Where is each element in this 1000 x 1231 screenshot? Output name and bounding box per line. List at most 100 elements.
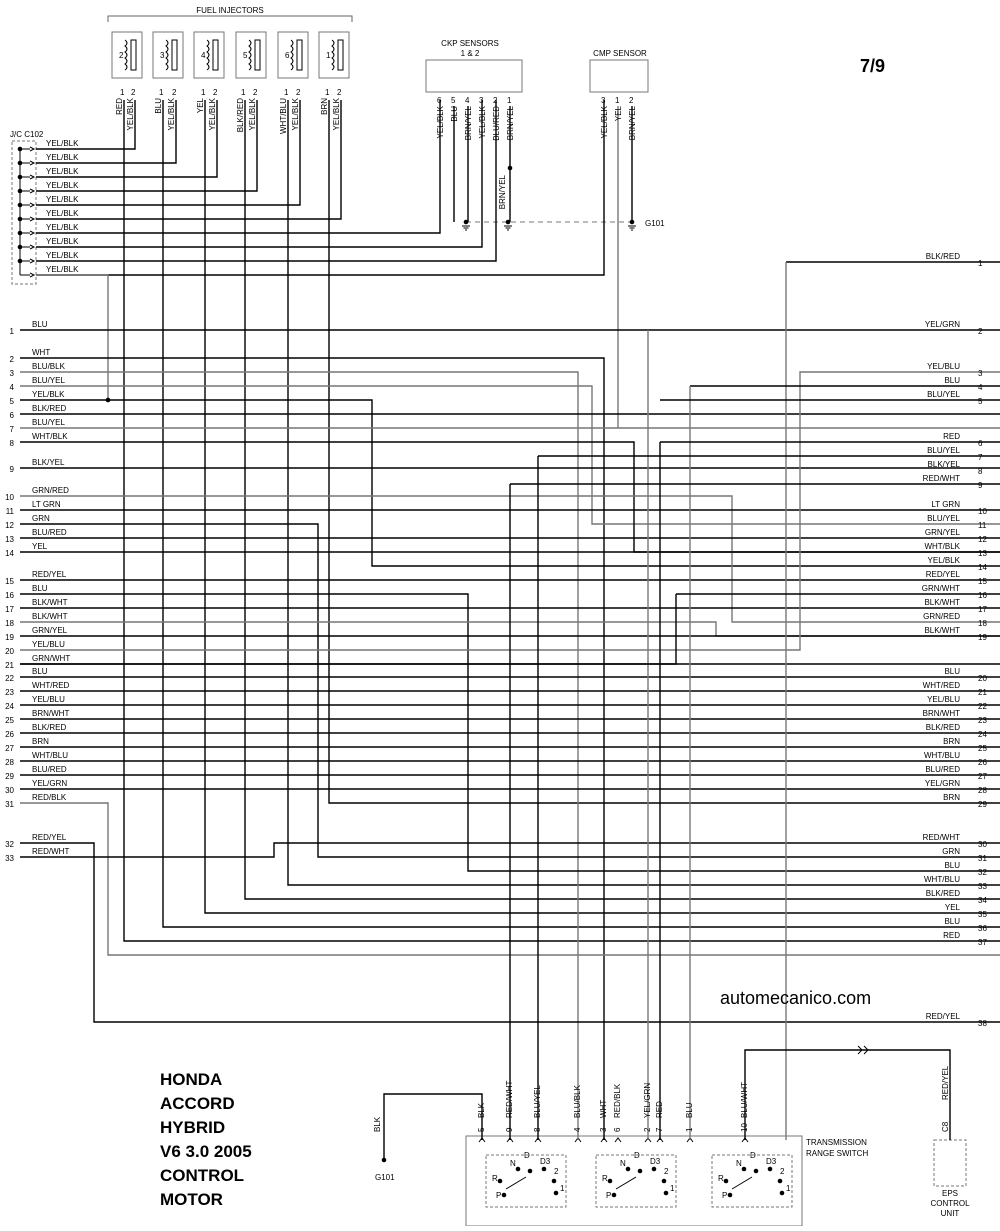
right-wire-color: WHT/BLK: [924, 542, 960, 551]
right-wire-color: BLK/YEL: [928, 460, 961, 469]
transmission-switch-body: [465, 1135, 803, 1227]
right-wire-color: BLU: [944, 861, 960, 870]
left-terminal-number: 1: [10, 327, 15, 336]
left-terminal-number: 20: [5, 647, 14, 656]
switch-contact: [553, 1190, 559, 1196]
injector-number: 5: [243, 51, 248, 60]
left-wire-color: BLU/YEL: [32, 376, 65, 385]
left-terminal-number: 9: [10, 465, 15, 474]
splice-dot: [17, 146, 23, 152]
pin-number: 2: [493, 96, 498, 105]
right-terminal-number: 9: [978, 481, 983, 490]
left-wire-color: BLK/YEL: [32, 458, 65, 467]
cmp-sensor-body: [589, 59, 649, 93]
harness-wire: [20, 371, 579, 1140]
switch-contact: [723, 1178, 729, 1184]
right-wire-color: BLU/YEL: [927, 446, 960, 455]
pin-number: 1: [325, 88, 330, 97]
left-wire-color: BRN/WHT: [32, 709, 69, 718]
switch-contact: [661, 1178, 667, 1184]
pin-number: 1: [615, 96, 620, 105]
switch-position: D: [524, 1151, 530, 1160]
switch-position: 1: [670, 1184, 675, 1193]
jc-feed-wire: [36, 100, 483, 248]
left-terminal-number: 22: [5, 674, 14, 683]
right-terminal-number: 16: [978, 591, 987, 600]
right-wire-color: WHT/RED: [923, 681, 961, 690]
left-terminal-number: 17: [5, 605, 14, 614]
cmp-pin-color: YEL: [614, 105, 623, 121]
cmp-title: CMP SENSOR: [593, 49, 647, 58]
right-wire-color: GRN/YEL: [925, 528, 961, 537]
ckp-title: CKP SENSORS: [441, 39, 499, 48]
pin-number: 2: [337, 88, 342, 97]
switch-position: 1: [786, 1184, 791, 1193]
switch-position: P: [496, 1191, 501, 1200]
injectors-bracket: [107, 15, 353, 22]
page-number: 7/9: [860, 56, 886, 76]
injector-pin2-color: YEL/BLK: [291, 97, 300, 130]
connector-arrow: [29, 258, 36, 264]
connector-arrow: [29, 202, 36, 208]
trans-pin-color: BLU: [685, 1102, 694, 1118]
injector-number: 1: [326, 51, 331, 60]
left-terminal-number: 16: [5, 591, 14, 600]
trans-pin-color: BLU/WHT: [740, 1082, 749, 1118]
left-terminal-number: 13: [5, 535, 14, 544]
left-wire-color: BLU/RED: [32, 528, 67, 537]
left-wire-color: RED/YEL: [32, 570, 67, 579]
right-terminal-number: 33: [978, 882, 987, 891]
right-terminal-number: 37: [978, 938, 987, 947]
pin-number: 4: [573, 1127, 582, 1132]
title-line: CONTROL: [160, 1166, 245, 1185]
left-terminal-number: 15: [5, 577, 14, 586]
right-wire-color: WHT/BLU: [924, 751, 960, 760]
switch-section: [485, 1154, 567, 1208]
right-terminal-number: 2: [978, 327, 983, 336]
jc-wire-color: YEL/BLK: [46, 209, 79, 218]
trans-pin-color: RED/BLK: [613, 1083, 622, 1118]
right-wire-color: BLK/RED: [926, 889, 960, 898]
switch-contact: [651, 1166, 657, 1172]
jc-wire-color: YEL/BLK: [46, 237, 79, 246]
left-wire-color: RED/YEL: [32, 833, 67, 842]
switch-contact: [779, 1190, 785, 1196]
injector-coil: [165, 39, 169, 71]
splice-dot: [17, 216, 23, 222]
injector-pin1-color: RED: [115, 98, 124, 115]
jc-feed-wire: [36, 100, 342, 220]
switch-contact: [501, 1192, 507, 1198]
splice-dot: [463, 219, 469, 225]
jc-wire-color: YEL/BLK: [46, 195, 79, 204]
right-wire-color: BLK/WHT: [924, 598, 960, 607]
injector-drive-wire: [244, 100, 1000, 900]
left-wire-color: LT GRN: [32, 500, 61, 509]
pin-number: 1: [507, 96, 512, 105]
switch-section: [595, 1154, 677, 1208]
right-terminal-number: 26: [978, 758, 987, 767]
injector-pin2-color: YEL/BLK: [332, 97, 341, 130]
jc-feed-wire: [36, 100, 177, 164]
left-terminal-number: 27: [5, 744, 14, 753]
trans-pin-color: YEL/GRN: [643, 1083, 652, 1118]
connector-arrow: [29, 272, 36, 278]
right-terminal-number: 17: [978, 605, 987, 614]
injector-body: [111, 31, 143, 79]
splice-dot: [381, 1157, 387, 1163]
injector-plunger: [337, 39, 344, 71]
jc-wire-color: YEL/BLK: [46, 251, 79, 260]
right-wire-color: RED: [943, 931, 960, 940]
g101-wire-color: BLK: [373, 1116, 382, 1132]
switch-section: [711, 1154, 793, 1208]
left-terminal-number: 12: [5, 521, 14, 530]
injectors-title: FUEL INJECTORS: [196, 6, 264, 15]
right-wire-color: BLU/YEL: [927, 514, 960, 523]
right-wire-color: YEL/BLK: [928, 556, 961, 565]
right-wire-color: BLK/RED: [926, 723, 960, 732]
left-terminal-number: 18: [5, 619, 14, 628]
switch-position: D: [750, 1151, 756, 1160]
jc-wire-color: YEL/BLK: [46, 223, 79, 232]
left-wire-color: BLU/YEL: [32, 418, 65, 427]
trans-pin-color: BLK: [477, 1102, 486, 1118]
left-wire-color: BLK/WHT: [32, 612, 68, 621]
